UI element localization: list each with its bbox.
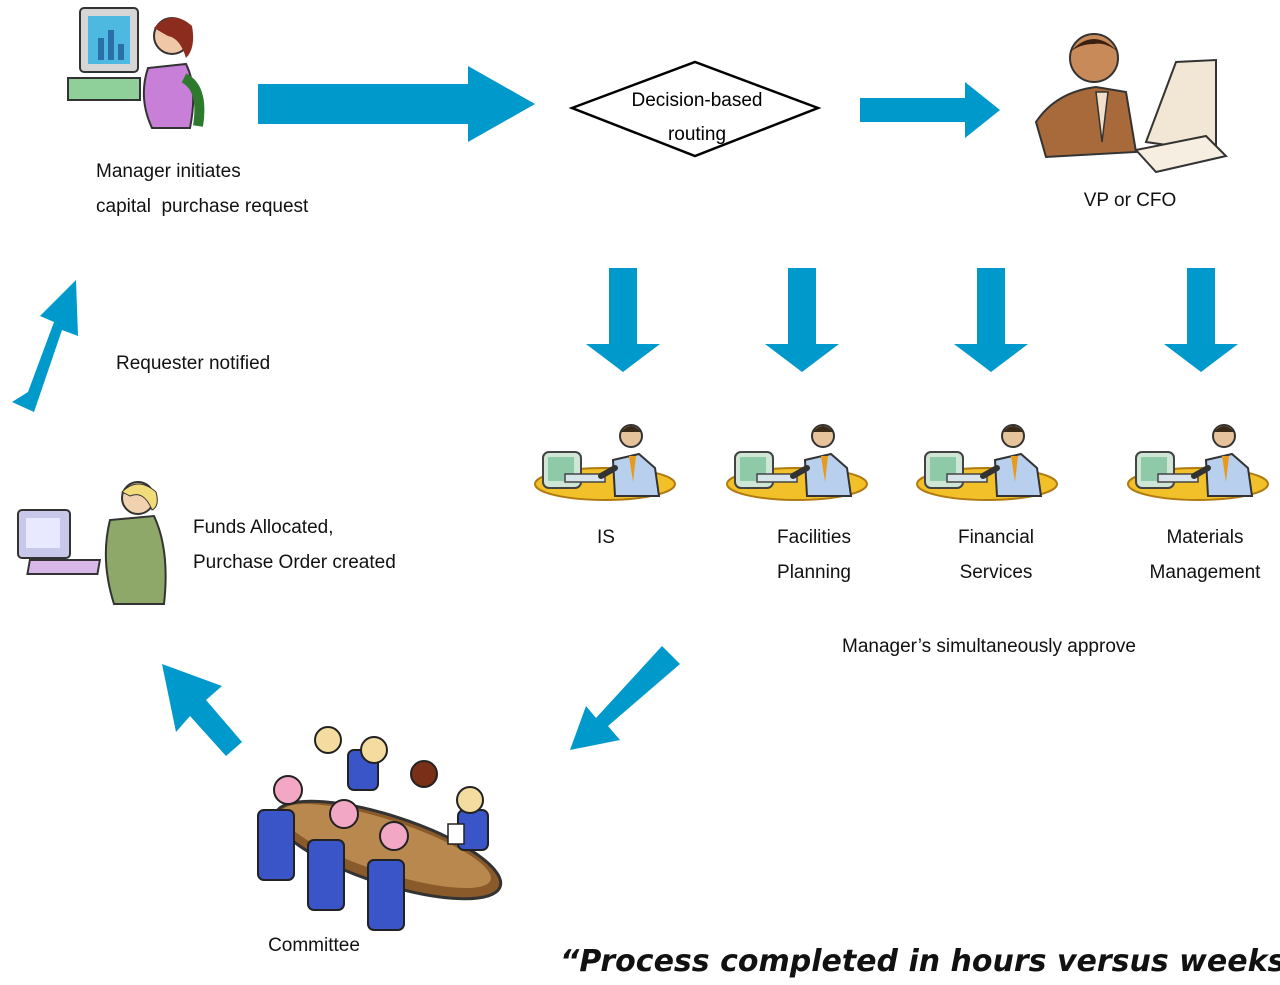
dept-label-is: IS [566, 520, 646, 555]
arrow-to-funds [162, 664, 242, 756]
decision-diamond [568, 60, 822, 158]
worker-at-computer-icon [1128, 425, 1268, 500]
funds-label-line2: Purchase Order created [193, 552, 396, 573]
funds-label: Funds Allocated, Purchase Order created [193, 510, 396, 580]
arrow-to-decision [258, 66, 535, 142]
dept-materials-line2: Management [1149, 562, 1261, 583]
approve-note: Manager’s simultaneously approve [842, 636, 1136, 657]
dept-financial-line2: Services [959, 562, 1033, 583]
dept-materials-line1: Materials [1166, 527, 1244, 548]
dept-facilities-line2: Planning [777, 562, 851, 583]
vp-label: VP or CFO [1083, 190, 1177, 211]
requester-notified-label: Requester notified [116, 353, 271, 374]
arrow-to-committee [570, 646, 680, 750]
woman-typing-icon [17, 481, 167, 605]
funds-label-line1: Funds Allocated, [193, 517, 334, 538]
man-at-computer-icon [1035, 33, 1227, 173]
arrow-down-is [586, 268, 660, 372]
dept-financial-line1: Financial [957, 527, 1035, 548]
woman-at-computer-icon [68, 8, 199, 128]
arrow-down-financial [954, 268, 1028, 372]
initiator-label-line1: Manager initiates [96, 161, 241, 182]
decision-line1: Decision-based [632, 90, 763, 111]
decision-line2: routing [668, 124, 726, 145]
worker-at-computer-icon [535, 425, 675, 500]
dept-facilities-line1: Facilities [777, 527, 851, 548]
dept-label-materials: Materials Management [1130, 520, 1280, 590]
closing-quote: “Process completed in hours versus weeks… [560, 944, 1280, 979]
committee-label: Committee [268, 935, 360, 956]
initiator-label-line2: capital purchase request [96, 196, 309, 217]
dept-label-financial: Financial Services [926, 520, 1066, 590]
arrow-down-materials [1164, 268, 1238, 372]
arrow-down-facilities [765, 268, 839, 372]
dept-label-facilities: Facilities Planning [744, 520, 884, 590]
worker-at-computer-icon [917, 425, 1057, 500]
dept-is-line1: IS [597, 527, 615, 548]
initiator-label: Manager initiates capital purchase reque… [96, 154, 308, 224]
arrow-to-vp [860, 82, 1000, 138]
worker-at-computer-icon [727, 425, 867, 500]
arrow-to-initiator [12, 280, 78, 412]
committee-meeting-icon [256, 725, 513, 932]
